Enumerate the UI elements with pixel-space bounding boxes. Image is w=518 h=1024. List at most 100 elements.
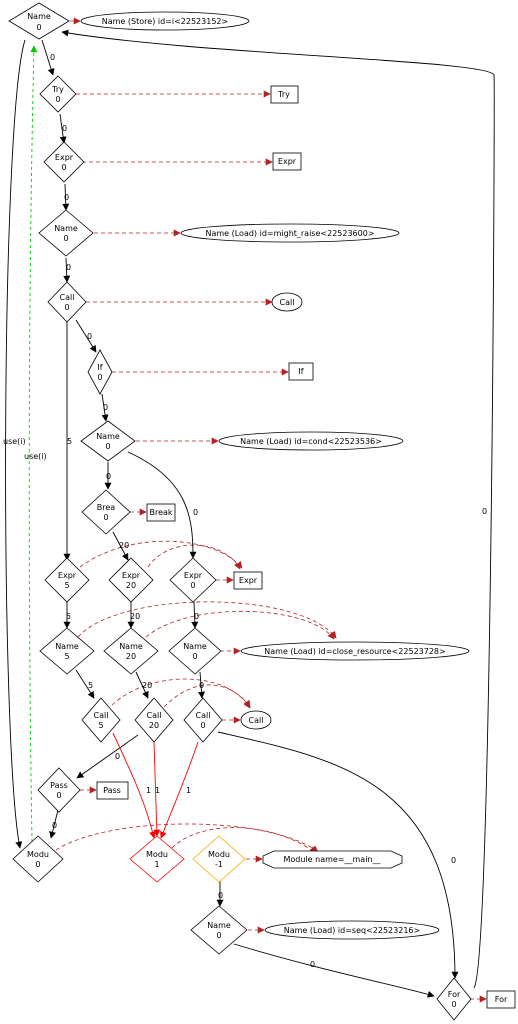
- edge-for-name: [61, 29, 495, 989]
- node-title: Name: [183, 642, 207, 651]
- node-count: 0: [56, 791, 61, 800]
- node-modu1: [129, 835, 185, 883]
- edge-name20-call20: [135, 671, 149, 699]
- node-brea: [81, 489, 131, 535]
- edge-expr-name: [62, 183, 70, 211]
- edge-try-expr: [59, 113, 67, 144]
- node-count: 5: [64, 581, 69, 590]
- label-pass: Pass: [103, 786, 121, 795]
- node-title: Expr: [122, 571, 141, 580]
- edge-call0b-modu1: [160, 741, 199, 839]
- label-for: For: [495, 995, 508, 1004]
- node-if: [87, 349, 113, 395]
- edge-label: 0: [115, 752, 120, 761]
- edge-label: 0: [451, 856, 456, 865]
- node-title: Call: [94, 711, 109, 720]
- edge-use-i: [28, 45, 38, 843]
- node-name5: [39, 627, 95, 675]
- edge-name5-call5: [75, 669, 95, 699]
- edge-labels: 0 0 0 0 0 0 5 0 20 0 5 20 0 5 20 0 0 1 1…: [3, 53, 487, 969]
- node-title: Modu: [27, 850, 49, 859]
- edge-label: 5: [67, 437, 72, 446]
- node-title: Name: [55, 642, 79, 651]
- node-count: 0: [200, 721, 205, 730]
- box-shape: [146, 503, 176, 522]
- node-count: 20: [149, 721, 159, 730]
- box-shape: [96, 781, 129, 800]
- node-count: 0: [64, 303, 69, 312]
- node-modu0: [12, 835, 64, 883]
- label-might-raise: Name (Load) id=might_raise<22523600>: [205, 229, 374, 238]
- node-call5: [81, 697, 121, 743]
- node-count: 0: [190, 581, 195, 590]
- node-title: Brea: [97, 503, 116, 512]
- node-title: Try: [51, 85, 64, 94]
- node-expr5: [44, 557, 90, 603]
- edge-label: 0: [50, 53, 55, 62]
- node-title: For: [448, 990, 461, 999]
- node-count: 0: [35, 860, 40, 869]
- ellipse-shape: [218, 431, 404, 451]
- edge-name-for: [233, 943, 435, 998]
- edge-call20-pass: [76, 734, 139, 779]
- edge-label: 0: [62, 124, 67, 133]
- edge-expr5-expr: [79, 540, 243, 569]
- edge-label: 1: [146, 786, 151, 795]
- edge-label: 0: [103, 403, 108, 412]
- annotation-texts: Name (Store) id=i<22523152> Try Expr Nam…: [102, 17, 508, 1004]
- exception-edges: [112, 732, 199, 839]
- node-count: 0: [192, 652, 197, 661]
- node-count: 20: [126, 581, 136, 590]
- node-name0b: [168, 627, 222, 675]
- ellipse-shape: [180, 223, 400, 243]
- node-expr20: [108, 557, 154, 603]
- node-count: 20: [126, 652, 136, 661]
- ellipse-shape: [80, 11, 250, 31]
- edge-label: 1: [186, 786, 191, 795]
- edge-label: 0: [482, 507, 487, 516]
- node-count: 0: [63, 234, 68, 243]
- node-count: 0: [61, 163, 66, 172]
- edge-label: 20: [119, 541, 129, 550]
- octagon-shape: [262, 850, 403, 869]
- edge-label: 5: [66, 612, 71, 621]
- label-seq: Name (Load) id=seq<22523216>: [284, 926, 420, 935]
- box-shape: [272, 152, 302, 171]
- edge-call20-modu1: [153, 741, 161, 837]
- label-call2: Call: [249, 716, 264, 725]
- edge-name-call: [63, 257, 71, 283]
- node-count: 5: [64, 652, 69, 661]
- edge-name-expr0: [127, 451, 197, 559]
- edge-label: 0: [64, 193, 69, 202]
- edge-name0b-call0b: [198, 671, 206, 699]
- node-title: Expr: [55, 153, 74, 162]
- edge-expr0-name0b: [191, 601, 199, 629]
- label-name-store: Name (Store) id=i<22523152>: [102, 17, 228, 26]
- node-name3: [80, 420, 136, 462]
- node-title: Modu: [208, 850, 230, 859]
- edge-label: 20: [130, 612, 140, 621]
- node-title: Call: [196, 711, 211, 720]
- edge-name5-close: [77, 601, 337, 639]
- node-name-seq: [190, 905, 248, 955]
- node-count: 0: [103, 513, 108, 522]
- annotation-shapes: [80, 11, 516, 1009]
- box-shape: [288, 362, 314, 381]
- box-shape: [270, 85, 299, 104]
- edge-label: use(i): [24, 452, 47, 461]
- edge-name-try: [41, 39, 55, 76]
- label-if: If: [298, 367, 303, 376]
- label-break: Break: [149, 508, 172, 517]
- edge-label: 0: [66, 263, 71, 272]
- label-call: Call: [280, 298, 295, 307]
- node-title: Pass: [50, 781, 68, 790]
- edge-modu1-module: [171, 827, 317, 854]
- node-expr0: [169, 557, 217, 603]
- edge-label: 0: [106, 472, 111, 481]
- edge-label: 20: [142, 681, 152, 690]
- node-title: Expr: [58, 571, 77, 580]
- edge-label: 0: [194, 612, 199, 621]
- edge-call-if: [75, 319, 97, 353]
- node-title: Call: [147, 711, 162, 720]
- edge-pass-modu0: [49, 809, 59, 839]
